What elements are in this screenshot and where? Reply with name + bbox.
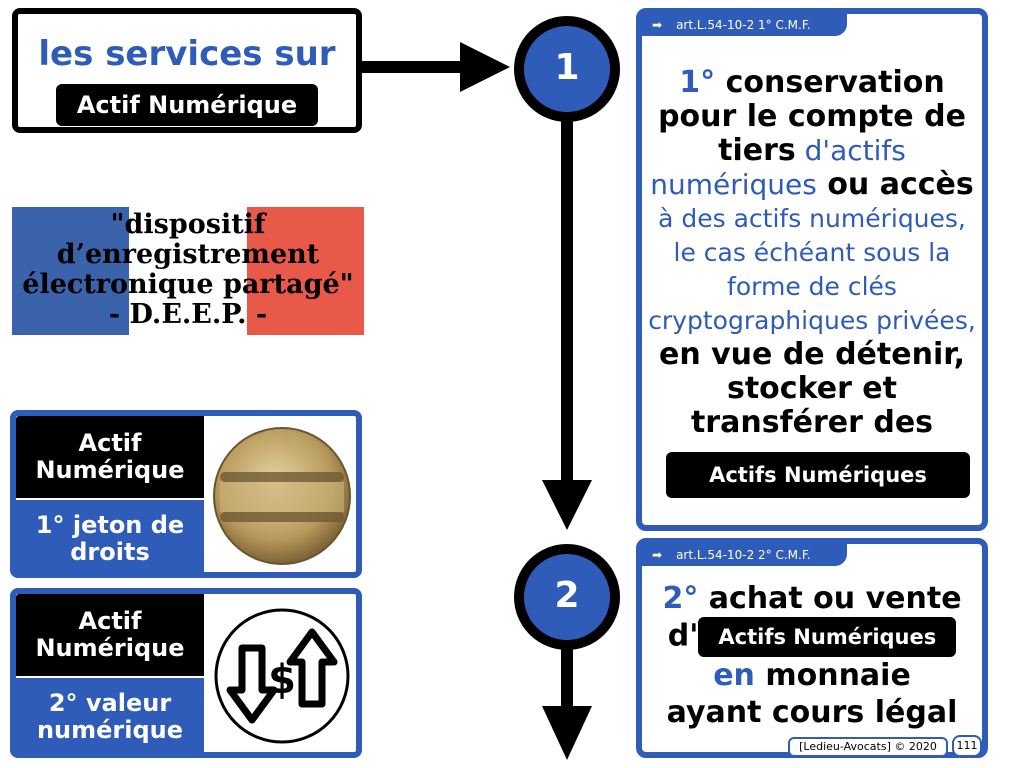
text-fragment: numériques (650, 168, 817, 201)
right-arrow-icon (362, 42, 510, 92)
title-badge: Actif Numérique (56, 84, 318, 126)
text-line: transférer des (690, 405, 934, 440)
text-line: forme de clés (727, 272, 897, 301)
timeline (514, 16, 620, 760)
card-subtitle: 1° jeton de droits (16, 500, 204, 578)
svg-text:$: $ (268, 657, 296, 703)
digital-assets-badge: Actifs Numériques (698, 617, 957, 657)
text-line: cryptographiques privées, (648, 306, 976, 335)
text-fragment: tiers (718, 133, 796, 168)
text-fragment: d'actifs (795, 134, 906, 167)
text-line: à des actifs numériques, (658, 204, 966, 233)
text-fragment: d' (667, 618, 699, 654)
step-number-1: 1 (554, 47, 580, 88)
down-arrow-icon (542, 480, 592, 530)
article-reference: art.L.54-10-2 1° C.M.F. (676, 18, 811, 32)
text-fragment: ou accès (816, 167, 974, 202)
text-line: ayant cours légal (666, 695, 958, 730)
text-fragment: 1° (679, 65, 716, 100)
deep-quote-line: "dispositif (110, 209, 266, 240)
deep-quote-line: - D.E.E.P. - (108, 299, 268, 330)
deep-quote: "dispositif d’enregistrement électroniqu… (12, 210, 364, 330)
text-line: pour le compte de (658, 99, 966, 134)
article-text: 2° achat ou vente d'Actifs Numériques en… (642, 580, 982, 731)
step-number-2: 2 (554, 575, 580, 616)
page-number: 111 (952, 735, 982, 757)
article-box-1: ➡ art.L.54-10-2 1° C.M.F. 1° conservation… (636, 8, 988, 531)
asset-card-value: Actif Numérique 2° valeur numérique $ (10, 588, 362, 758)
french-flag (12, 207, 364, 335)
card-subtitle: 2° valeur numérique (16, 678, 204, 756)
arrow-right-icon: ➡ (652, 18, 663, 32)
text-fragment: conservation (715, 65, 945, 100)
text-fragment: monnaie (754, 658, 911, 693)
text-fragment: en (713, 658, 755, 693)
asset-card-token: Actif Numérique 1° jeton de droits (10, 410, 362, 578)
token-coin-icon (213, 427, 351, 565)
text-line: en vue de détenir, (658, 337, 966, 372)
title-text: les services sur (38, 34, 336, 74)
digital-assets-badge: Actifs Numériques (666, 452, 970, 498)
arrow-right-icon: ➡ (652, 548, 663, 562)
down-arrow-icon (542, 706, 592, 760)
text-fragment: 2° (662, 581, 699, 616)
card-title: Actif Numérique (16, 416, 204, 498)
card-title: Actif Numérique (16, 594, 204, 676)
article-reference-tab: ➡ art.L.54-10-2 2° C.M.F. (642, 544, 847, 566)
deep-quote-line: d’enregistrement (56, 239, 320, 270)
text-fragment: achat ou vente (698, 581, 962, 616)
article-reference-tab: ➡ art.L.54-10-2 1° C.M.F. (642, 14, 847, 36)
article-reference: art.L.54-10-2 2° C.M.F. (676, 548, 811, 562)
article-box-2: ➡ art.L.54-10-2 2° C.M.F. 2° achat ou ven… (636, 538, 988, 758)
title-box: les services sur Actif Numérique (12, 8, 362, 133)
article-text: 1° conservation pour le compte de tiers … (642, 66, 982, 440)
deep-quote-line: électronique partagé" (22, 269, 354, 300)
dollar-exchange-arrows-icon: $ (214, 608, 350, 744)
text-line: le cas échéant sous la (673, 238, 951, 267)
text-line: stocker et (726, 371, 897, 406)
footer-credit: [Ledieu-Avocats] © 2020 (788, 737, 948, 757)
